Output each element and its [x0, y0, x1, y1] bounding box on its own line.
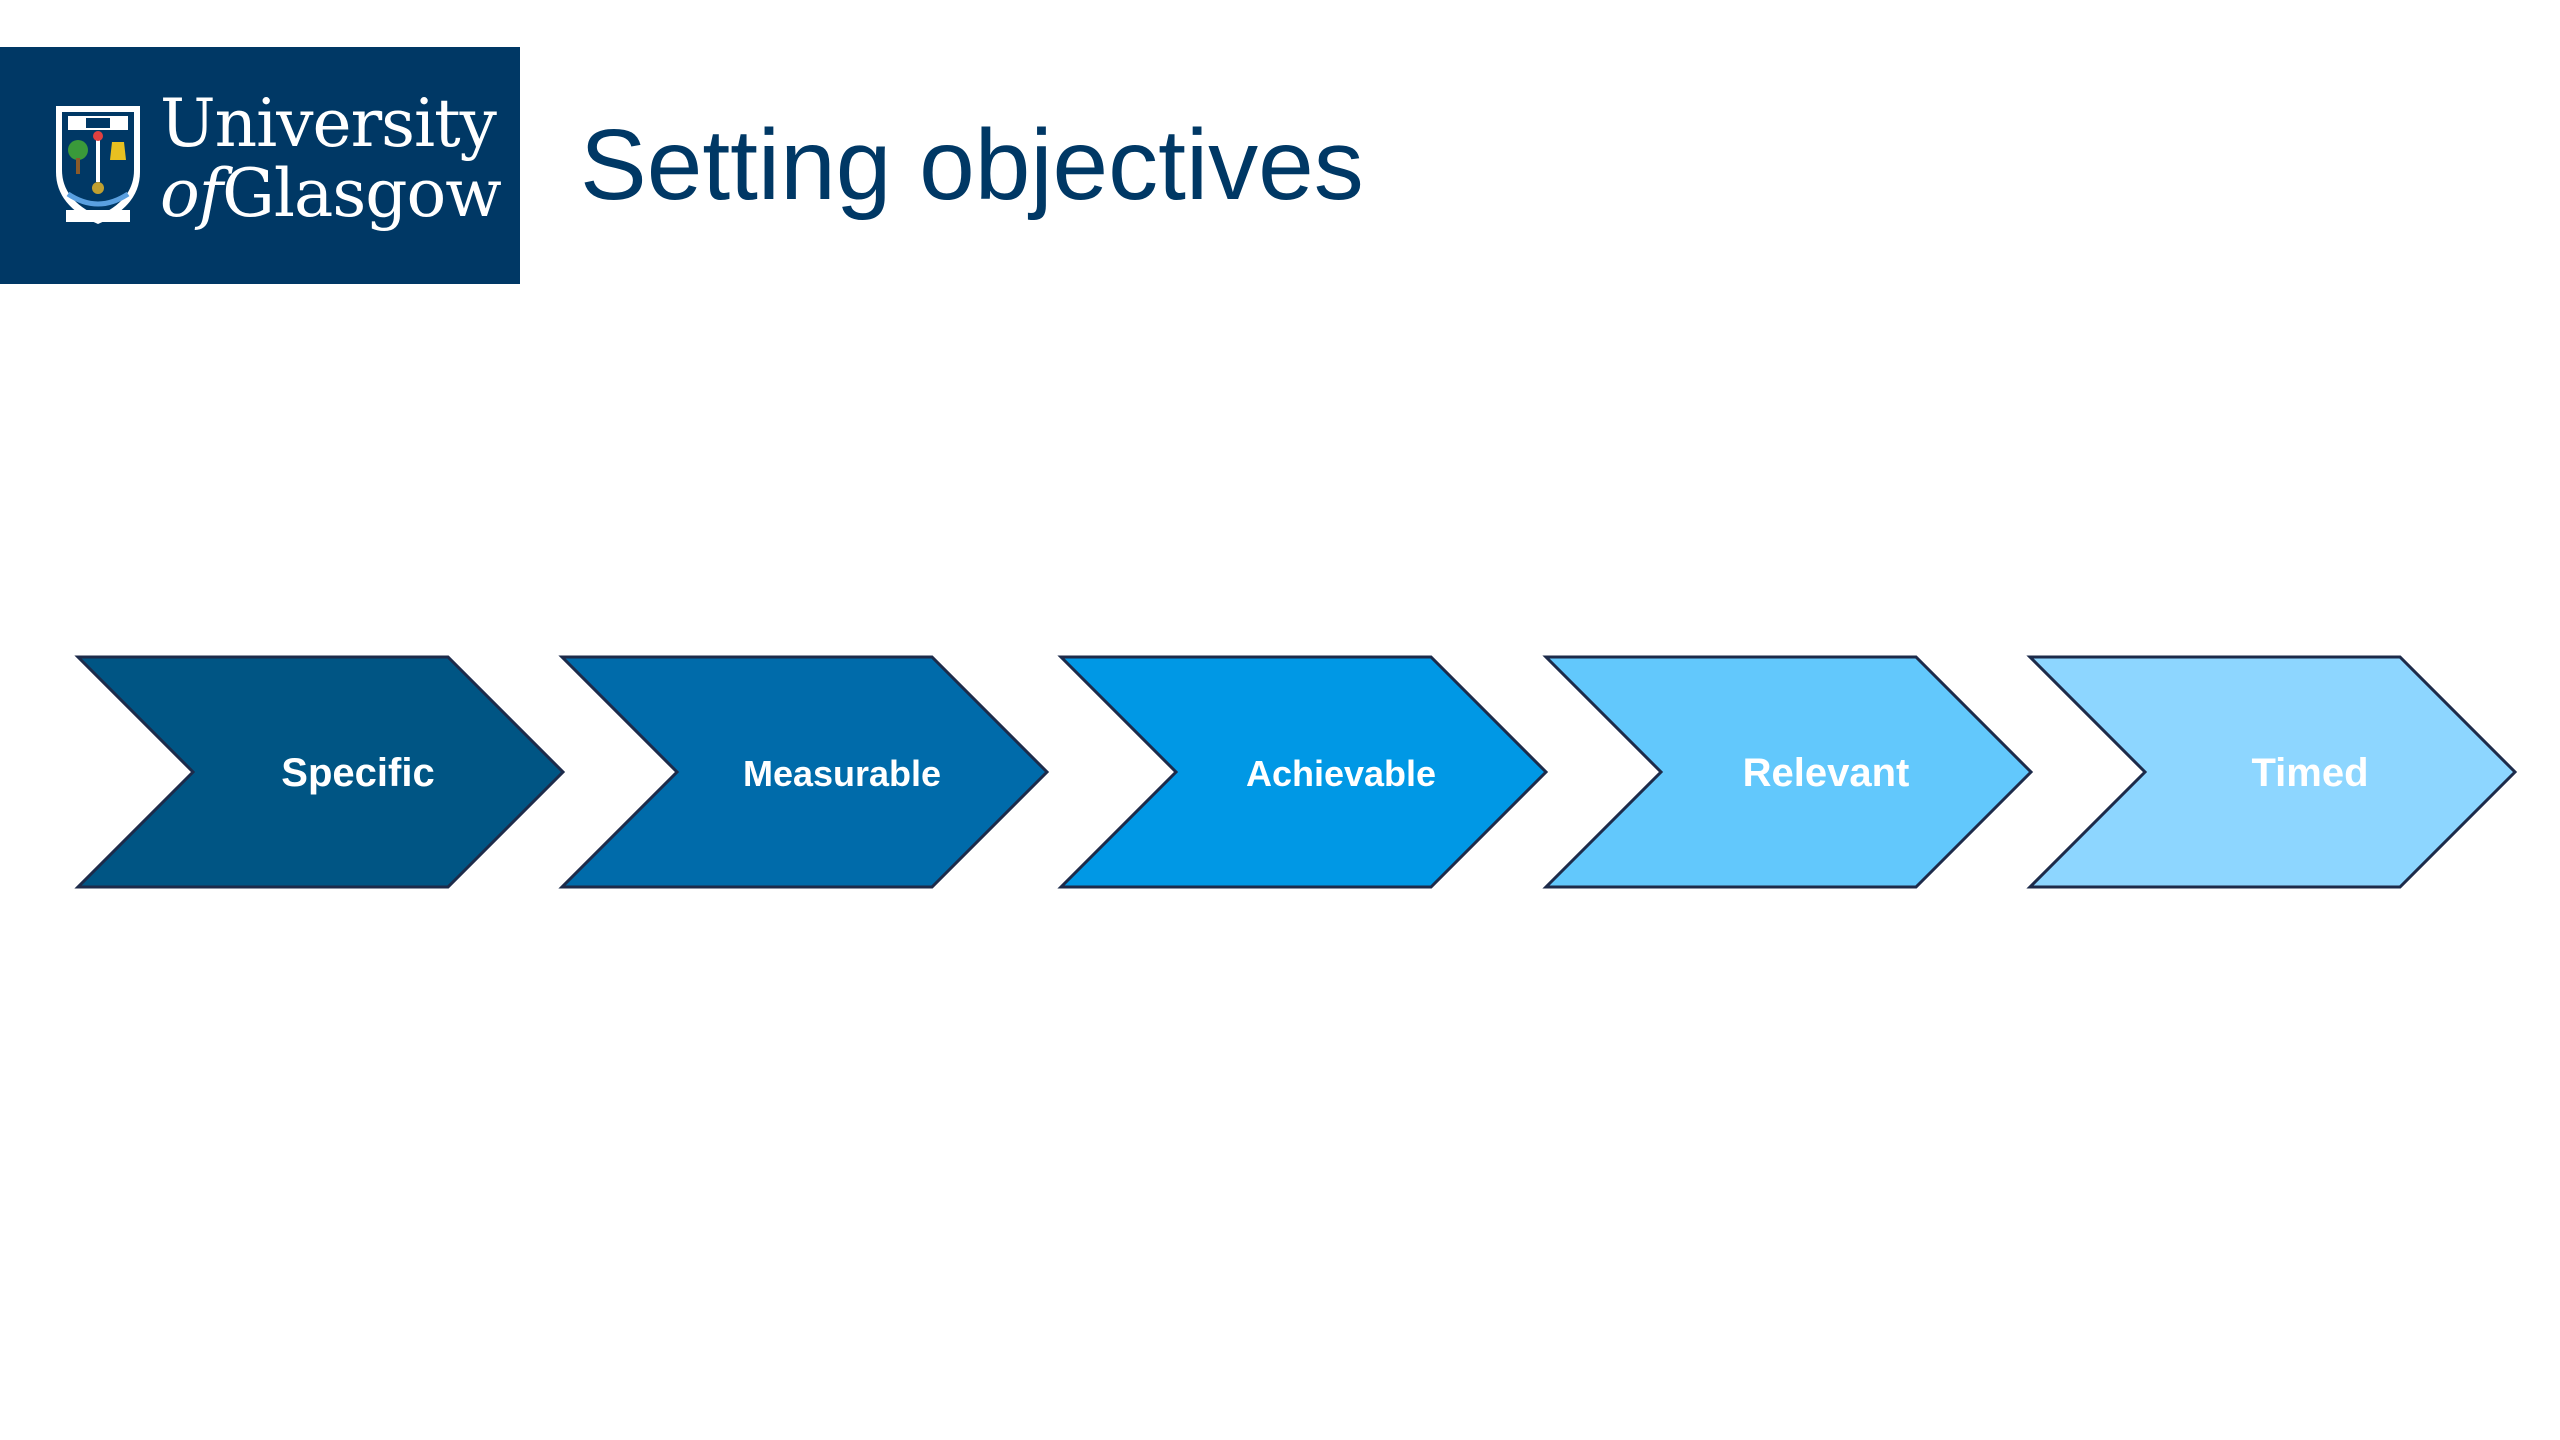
chevron-timed — [2026, 655, 2518, 889]
university-logo: University ofGlasgow — [0, 47, 520, 284]
chevron-achievable — [1057, 655, 1549, 889]
chevron-measurable — [558, 655, 1050, 889]
university-name: University ofGlasgow — [160, 85, 502, 229]
chevron-label-achievable: Achievable — [1246, 753, 1436, 794]
university-crest-icon — [56, 106, 140, 224]
logo-line-2-rest: Glasgow — [222, 155, 502, 232]
chevron-specific — [74, 655, 566, 889]
chevron-label-relevant: Relevant — [1743, 751, 1910, 795]
logo-line-1: University — [160, 85, 497, 162]
page-title: Setting objectives — [580, 109, 1364, 221]
logo-line-2-of: of — [160, 155, 223, 232]
chevron-label-measurable: Measurable — [743, 753, 941, 794]
chevron-relevant — [1542, 655, 2034, 889]
logo-line-2: ofGlasgow — [160, 159, 502, 229]
chevron-label-specific: Specific — [281, 751, 434, 795]
chevron-label-timed: Timed — [2251, 751, 2368, 795]
